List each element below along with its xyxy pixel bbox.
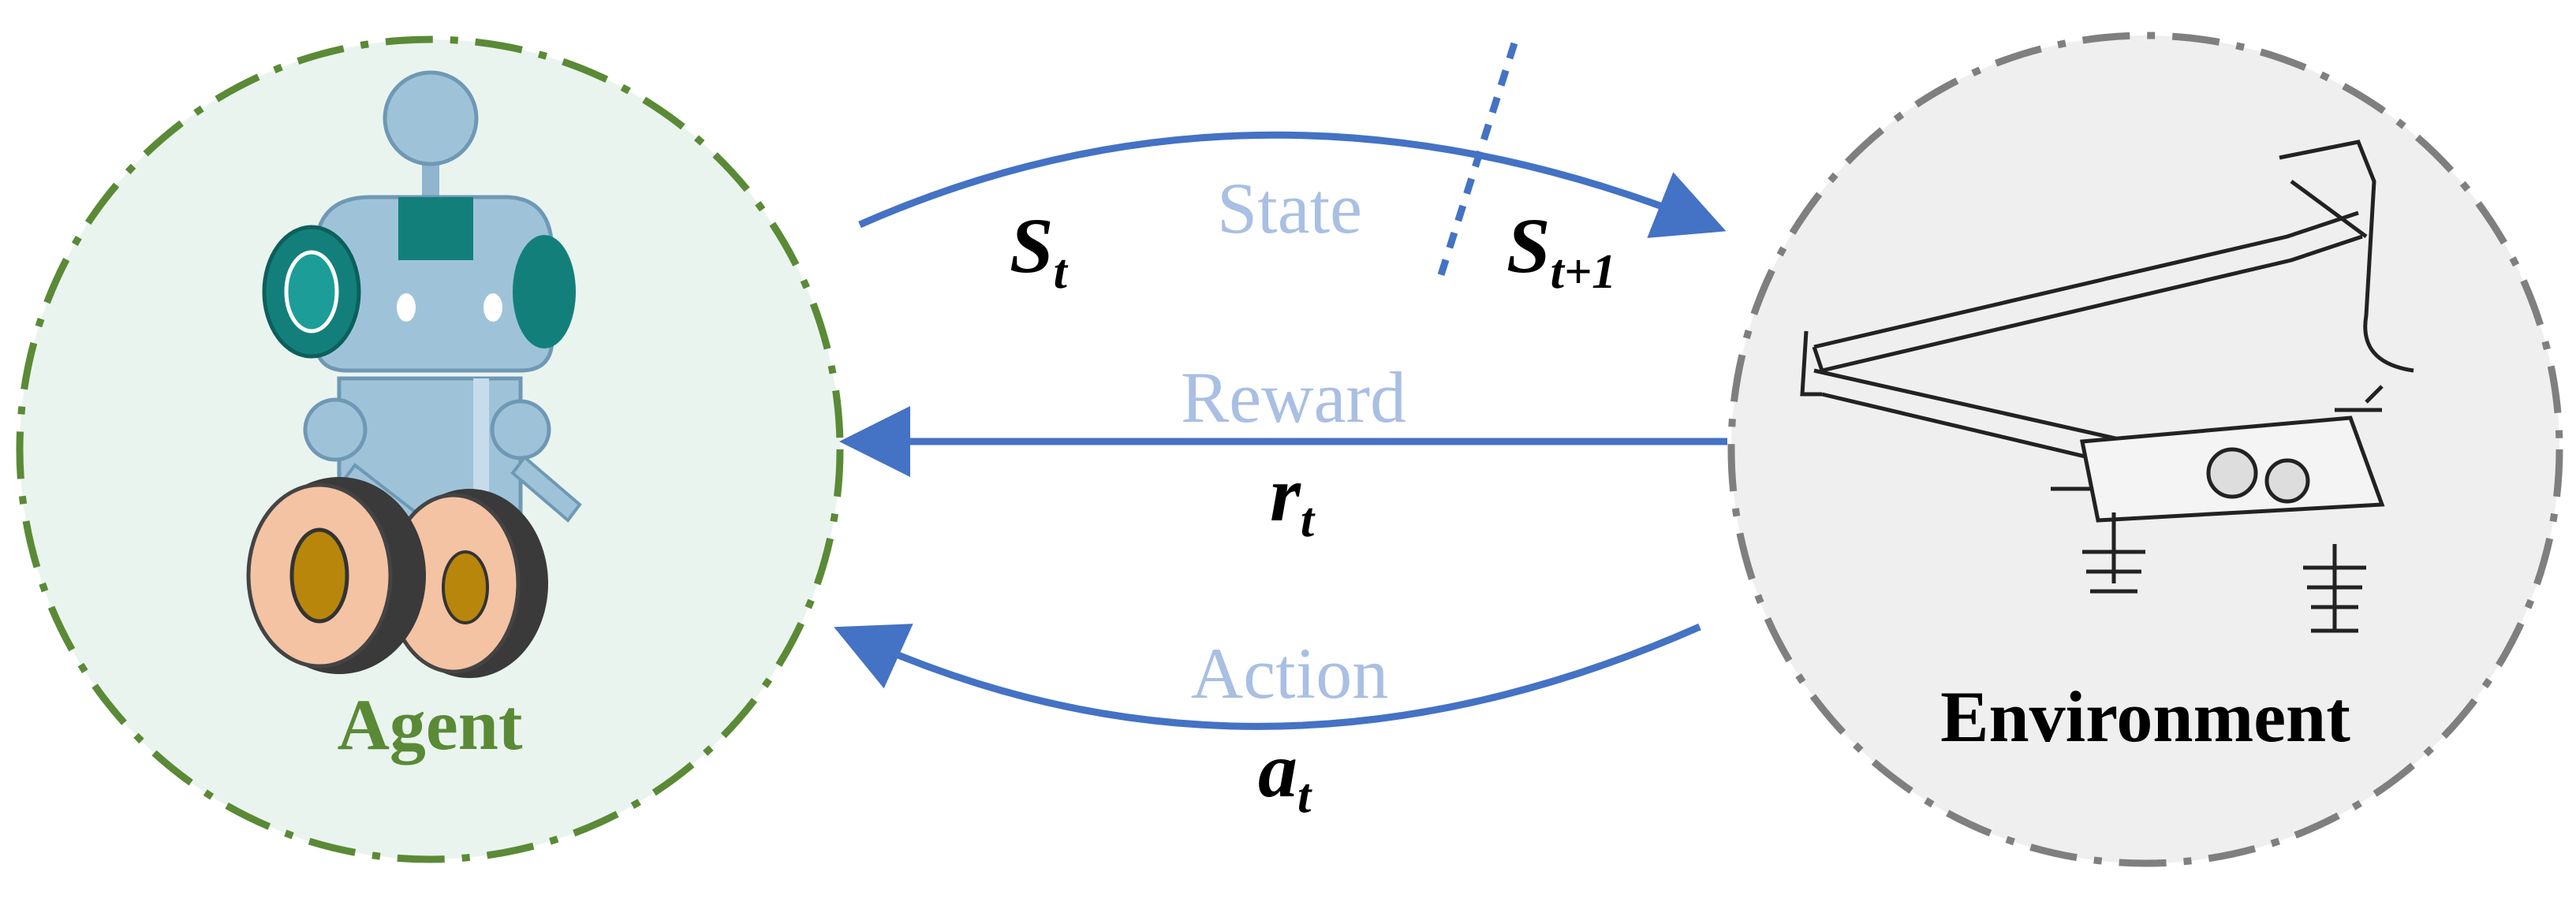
robot-icon [246, 70, 582, 678]
environment-label: Environment [1940, 676, 2350, 757]
state-next-var: St+1 [1506, 202, 1616, 299]
action-word: Action [1191, 633, 1388, 714]
reward-word: Reward [1181, 357, 1406, 438]
state-var: St [1010, 202, 1069, 299]
agent-label: Agent [337, 684, 522, 765]
state-arrow: State St St+1 [858, 42, 1727, 299]
state-word: State [1217, 168, 1362, 248]
reward-var: rt [1270, 450, 1316, 547]
action-arrow: Action at [834, 623, 1701, 823]
environment-node: Environment [1727, 32, 2563, 867]
action-var: at [1258, 726, 1312, 823]
reward-arrow: Reward rt [839, 357, 1727, 547]
pantograph-icon [1800, 140, 2414, 633]
state-divider [1435, 42, 1518, 281]
agent-node: Agent [16, 35, 844, 863]
